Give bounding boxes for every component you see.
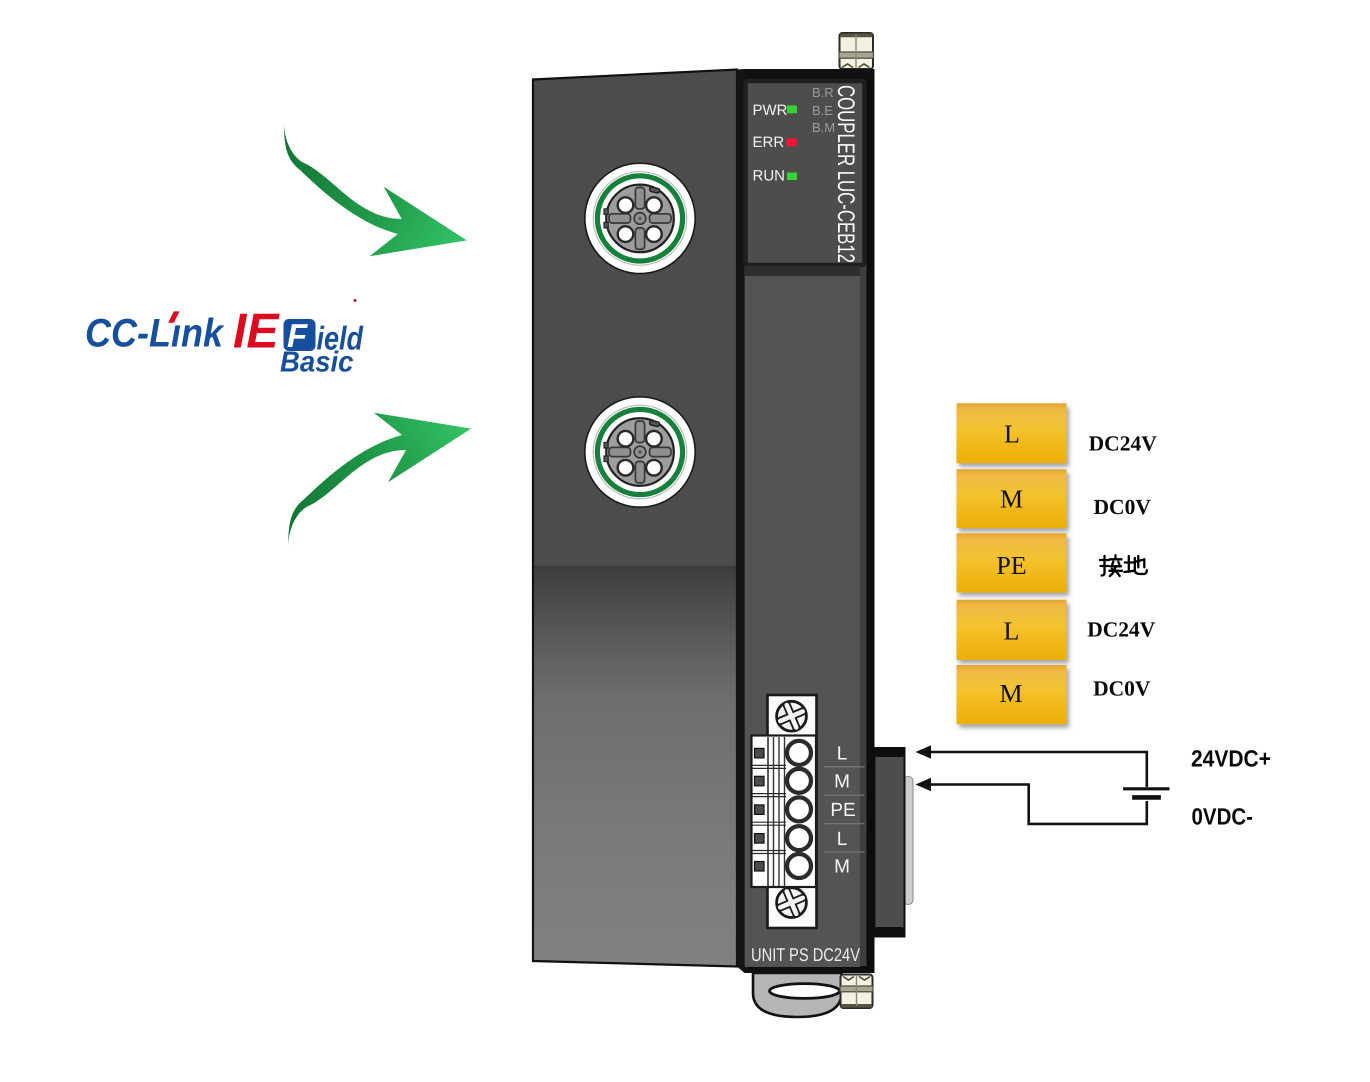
svg-text:Basic: Basic [280, 347, 354, 379]
svg-text:PWR: PWR [753, 102, 788, 119]
svg-text:M: M [834, 857, 850, 878]
svg-text:L: L [1004, 617, 1020, 646]
svg-text:M: M [1000, 484, 1023, 513]
svg-text:COUPLER LUC-CEB12: COUPLER LUC-CEB12 [832, 85, 859, 263]
svg-text:ERR: ERR [753, 134, 785, 151]
svg-text:DC0V: DC0V [1093, 677, 1151, 701]
svg-text:ield: ield [317, 320, 364, 357]
svg-text:F: F [287, 317, 308, 354]
svg-text:RUN: RUN [753, 168, 786, 185]
svg-text:PE: PE [830, 800, 855, 821]
svg-text:B.R: B.R [812, 85, 834, 100]
svg-text:PE: PE [996, 551, 1026, 580]
svg-text:M: M [834, 772, 850, 793]
svg-text:L: L [837, 744, 848, 765]
svg-text:L: L [837, 829, 848, 850]
svg-text:B.M: B.M [812, 120, 835, 135]
svg-text:24VDC+: 24VDC+ [1191, 746, 1271, 772]
svg-text:DC24V: DC24V [1089, 432, 1158, 456]
svg-text:B.E: B.E [812, 103, 833, 118]
svg-text:0VDC-: 0VDC- [1192, 803, 1254, 829]
svg-text:DC24V: DC24V [1087, 617, 1156, 641]
svg-text:CC-Lınk: CC-Lınk [85, 312, 225, 356]
svg-text:UNIT PS DC24V: UNIT PS DC24V [751, 944, 861, 965]
svg-text:IE: IE [233, 305, 280, 359]
svg-text:DC0V: DC0V [1094, 495, 1152, 519]
svg-text:M: M [999, 679, 1022, 708]
svg-text:L: L [1004, 419, 1020, 448]
